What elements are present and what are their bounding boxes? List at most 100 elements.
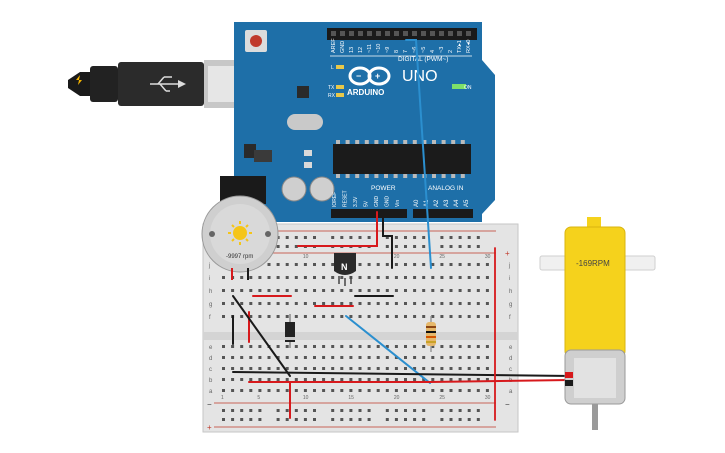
board-model: UNO (402, 68, 438, 85)
digital-pin-label: ~6 (412, 47, 418, 53)
row-letter: i (509, 276, 510, 282)
digital-pin-label: AREF (331, 38, 337, 53)
row-letter: c (509, 367, 512, 373)
power-pin-label: 5V (364, 200, 370, 207)
atmega-chip (333, 144, 471, 174)
row-letter: g (509, 302, 512, 308)
power-label: POWER (371, 185, 396, 192)
digital-pin-label: ~5 (421, 47, 427, 53)
digital-pin-holes (331, 31, 471, 36)
power-header (331, 209, 407, 218)
row-letter: e (209, 345, 213, 351)
digital-pin-label: 2 (448, 50, 454, 53)
column-number: 25 (439, 395, 445, 401)
column-number: 10 (303, 254, 309, 260)
power-pin-label: RESET (343, 190, 349, 207)
column-number: 20 (394, 254, 400, 260)
wire-blue-diag (345, 315, 431, 384)
svg-text:−: − (505, 400, 510, 409)
wire-black-motor (232, 371, 573, 377)
row-letter: d (509, 356, 512, 362)
analog-pin-label: A4 (454, 199, 460, 207)
gear-motor-rpm: -169RPM (576, 259, 610, 268)
svg-text:+: + (375, 71, 380, 81)
power-pin-label: Vin (395, 200, 401, 207)
led-rx-label: RX (328, 93, 336, 99)
row-letter: b (209, 378, 213, 384)
row-letter: g (209, 302, 212, 308)
column-number: 25 (439, 254, 445, 260)
analog-pin-label: A5 (464, 199, 470, 207)
diode (285, 314, 295, 348)
lightning-icon (76, 75, 82, 85)
digital-pin-label: GND (340, 41, 346, 53)
digital-pin-label: 12 (358, 47, 364, 53)
svg-text:+: + (207, 423, 212, 432)
wire-blue-pin7 (405, 39, 432, 269)
row-letter: j (208, 263, 210, 269)
usb-cable (68, 60, 246, 108)
row-letter: i (209, 276, 210, 282)
column-number: 20 (394, 395, 400, 401)
wire-red-motor-b (429, 379, 571, 383)
power-led (452, 84, 466, 89)
on-label: ON (464, 85, 472, 91)
digital-pin-label: ~10 (376, 44, 382, 53)
analog-header (413, 209, 473, 218)
digital-pin-label: ~9 (385, 47, 391, 53)
svg-text:−: − (207, 400, 212, 409)
dc-motor: -9997 rpm (201, 195, 279, 280)
column-number: 1 (221, 395, 224, 401)
sun-icon (228, 221, 252, 245)
row-letter: c (209, 367, 212, 373)
column-number: 30 (485, 254, 491, 260)
capacitor (309, 176, 335, 202)
digital-label: DIGITAL (PWM~) (398, 56, 448, 63)
row-letter: j (508, 263, 510, 269)
row-letter: h (509, 289, 512, 295)
wires (232, 39, 573, 421)
row-letter: e (509, 345, 513, 351)
led-l-label: L (331, 65, 334, 71)
svg-text:−: − (356, 71, 361, 81)
row-letter: a (209, 389, 213, 395)
dc-motor-rpm: -9997 rpm (226, 254, 253, 260)
resistor (426, 316, 436, 352)
board-brand: ARDUINO (347, 88, 384, 97)
power-pin-label: 3.3V (353, 196, 359, 207)
analog-label: ANALOG IN (428, 185, 464, 192)
column-number: 15 (348, 395, 354, 401)
digital-pin-label: 4 (430, 50, 436, 53)
wire-black-gnd (382, 211, 393, 269)
power-pin-label: GND (374, 196, 380, 208)
power-pin-label: GND (385, 196, 391, 208)
row-letter: d (209, 356, 212, 362)
led-tx (336, 85, 344, 89)
row-letter: f (209, 315, 211, 321)
digital-pin-label: TX▸1 (457, 40, 463, 53)
digital-pin-label: RX◂0 (466, 40, 472, 53)
column-number: 5 (257, 395, 260, 401)
row-letter: a (509, 389, 513, 395)
analog-pin-label: A2 (434, 199, 440, 207)
row-letter: f (509, 315, 511, 321)
digital-pin-label: ~3 (439, 47, 445, 53)
digital-pin-label: 8 (394, 50, 400, 53)
analog-pin-label: A0 (414, 199, 420, 207)
led-l (336, 65, 344, 69)
capacitor (281, 176, 307, 202)
row-letter: h (209, 289, 212, 295)
transistor-label: N (341, 262, 348, 272)
svg-text:+: + (505, 249, 510, 258)
arduino-logo: − + (348, 66, 391, 86)
digital-pin-label: 13 (349, 47, 355, 53)
crystal (287, 114, 323, 130)
usb-icon (150, 76, 180, 92)
wire-red-5v (297, 211, 378, 247)
gear-motor: -169RPM (539, 217, 656, 430)
wire-black-diag (232, 295, 291, 377)
